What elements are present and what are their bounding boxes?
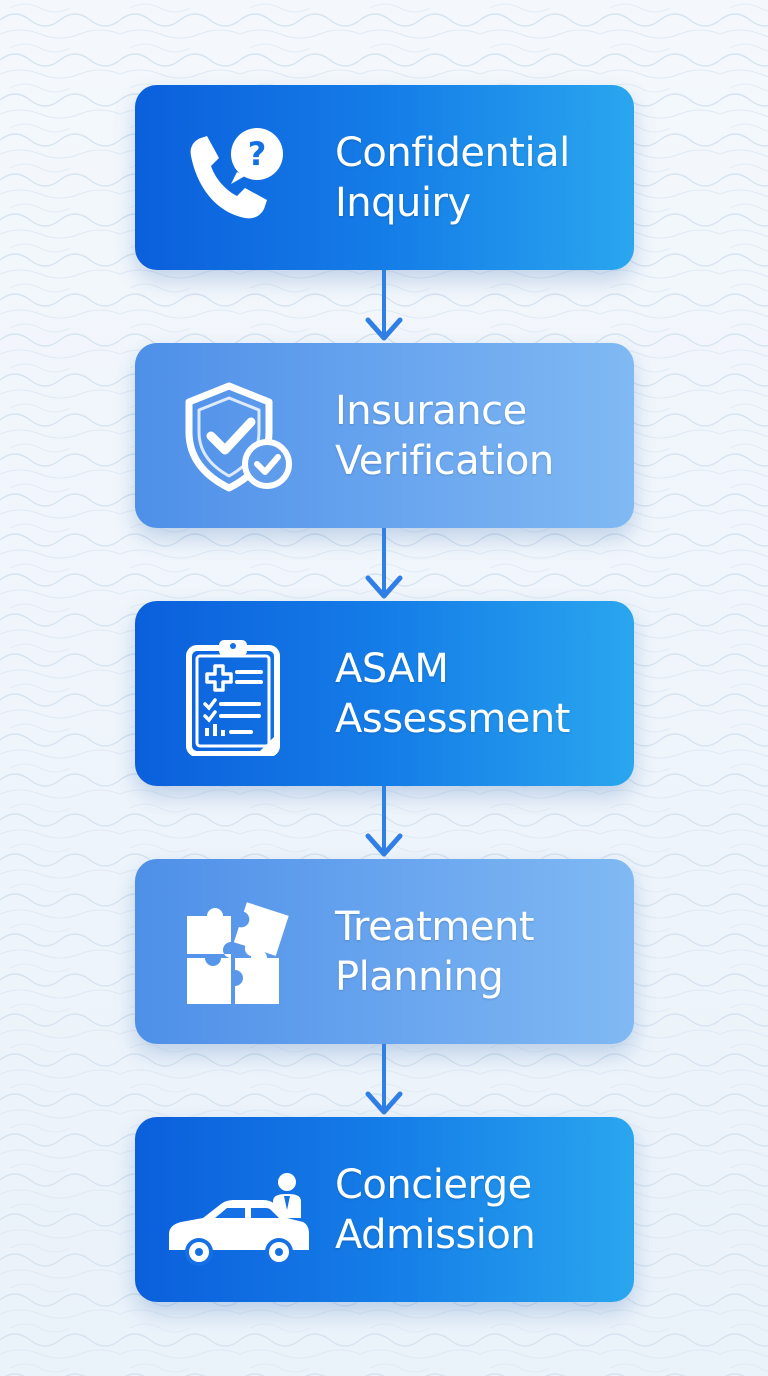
step-concierge-admission: Concierge Admission bbox=[135, 1117, 634, 1302]
connector-arrow bbox=[364, 786, 404, 860]
step-label-line2: Planning bbox=[335, 953, 504, 1000]
step-label-line1: ASAM bbox=[335, 645, 449, 692]
step-label: Insurance Verification bbox=[335, 343, 625, 528]
step-label-line2: Inquiry bbox=[335, 179, 471, 226]
connector-arrow bbox=[364, 1044, 404, 1118]
step-label-line2: Assessment bbox=[335, 695, 570, 742]
step-label-line2: Admission bbox=[335, 1211, 536, 1258]
step-label-line2: Verification bbox=[335, 437, 554, 484]
clipboard-medical-icon bbox=[175, 636, 295, 756]
step-label-line1: Insurance bbox=[335, 387, 527, 434]
step-label: Treatment Planning bbox=[335, 859, 625, 1044]
shield-check-icon bbox=[175, 378, 295, 498]
step-label: Concierge Admission bbox=[335, 1117, 625, 1302]
step-confidential-inquiry: ? Confidential Inquiry bbox=[135, 85, 634, 270]
step-label-line1: Treatment bbox=[335, 903, 535, 950]
step-treatment-planning: Treatment Planning bbox=[135, 859, 634, 1044]
connector-arrow bbox=[364, 528, 404, 602]
svg-text:?: ? bbox=[248, 135, 267, 173]
step-label-line1: Concierge bbox=[335, 1161, 532, 1208]
step-label: Confidential Inquiry bbox=[335, 85, 625, 270]
step-insurance-verification: Insurance Verification bbox=[135, 343, 634, 528]
step-label: ASAM Assessment bbox=[335, 601, 625, 786]
step-asam-assessment: ASAM Assessment bbox=[135, 601, 634, 786]
car-concierge-icon bbox=[163, 1152, 313, 1272]
connector-arrow bbox=[364, 270, 404, 344]
step-label-line1: Confidential bbox=[335, 129, 570, 176]
puzzle-icon bbox=[175, 894, 295, 1014]
phone-question-icon: ? bbox=[175, 120, 295, 240]
